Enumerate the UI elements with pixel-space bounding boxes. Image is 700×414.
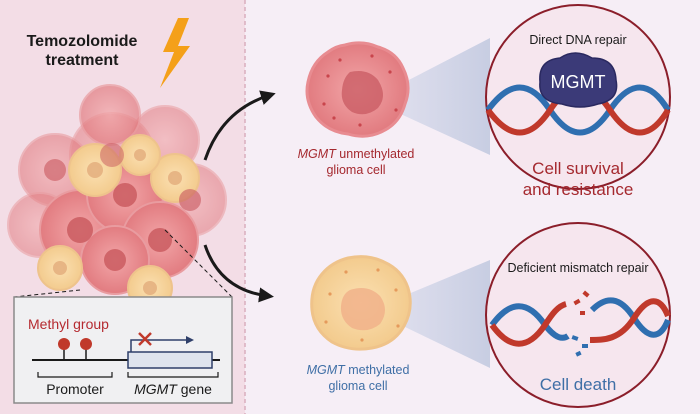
lightning-bolt-icon [160,18,190,88]
dna-fragment [573,298,581,306]
dna-fragment [582,290,590,298]
direct-repair-title: Direct DNA repair [529,33,626,47]
arrow-to-unmethylated [203,90,276,161]
mismatch-repair-circle: Deficient mismatch repair [485,222,671,408]
dna-fragment [575,350,582,357]
mgmt-protein [539,52,618,108]
cell-survival-label: Cell survival [532,159,624,178]
cell-death-label: Cell death [540,375,617,394]
gene-label: MGMT gene [134,381,212,397]
methyl-group-dot [58,338,70,350]
treatment-subtitle: treatment [46,52,120,69]
transcription-arrow-icon [130,339,186,352]
resistance-label: and resistance [523,180,634,199]
promoter-label: Promoter [46,381,104,397]
zoom-line-right [164,229,233,298]
methylation-inset: Methyl group Promoter MGMT gene [13,296,233,404]
unmethylated-cell-label-line2: glioma cell [326,163,385,177]
zoom-beam-top [370,38,490,155]
methyl-group-label: Methyl group [28,316,109,332]
methylated-cell-label: MGMT methylated [307,363,410,377]
methyl-group-dot [80,338,92,350]
dna-fragment [571,335,579,341]
treatment-title: Temozolomide [27,33,138,50]
mgmt-protein-label: MGMT [551,72,606,92]
arrow-to-methylated [203,244,274,303]
gene-box [127,351,213,369]
blocked-x-icon [138,332,152,346]
unmethylated-cell-label: MGMT unmethylated [298,147,415,161]
dna-fragment [582,344,588,348]
zoom-beam-bottom [370,260,490,368]
methylated-glioma-cell [310,255,412,351]
unmethylated-glioma-cell [305,41,410,138]
mismatch-repair-title: Deficient mismatch repair [507,261,648,275]
methylated-cell-label-line2: glioma cell [328,379,387,393]
tumor-cluster [7,84,227,311]
dna-fragment [580,311,585,315]
direct-repair-circle: Direct DNA repair MGMT [485,4,671,190]
